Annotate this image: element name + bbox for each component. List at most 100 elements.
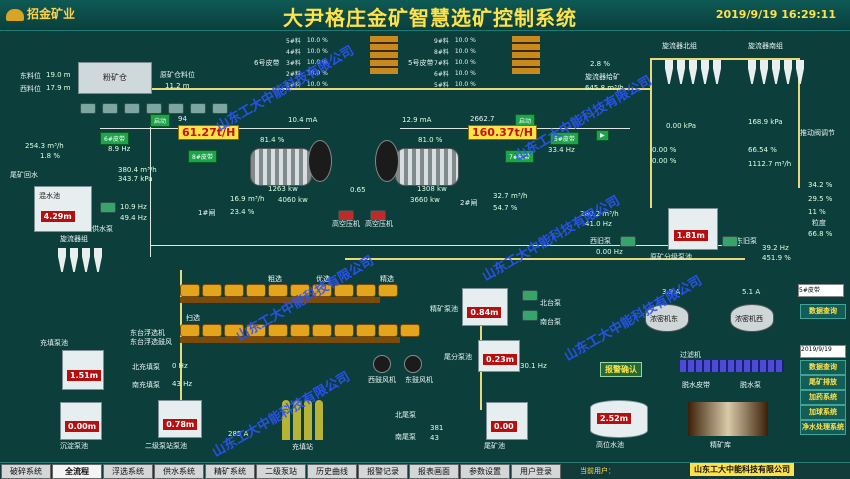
cyclone-icon — [760, 60, 768, 84]
hopper-id: 8#料 — [434, 49, 449, 56]
west-blower-icon[interactable] — [373, 355, 391, 373]
clean2-label: 优选 — [316, 275, 330, 283]
cyc-granularity-label: 粒度 — [812, 219, 826, 227]
filter-press[interactable] — [680, 360, 784, 372]
side-btn-2[interactable]: 加药系统 — [800, 390, 846, 405]
north-pump-label: 北台泵 — [540, 299, 561, 307]
flotation-cell[interactable] — [180, 324, 200, 337]
high-water-tank[interactable]: 2.52m — [590, 400, 648, 438]
concentrate-tank[interactable]: 0.84m — [462, 288, 508, 326]
mill1-power2: 4060 kw — [278, 196, 308, 204]
cyclone-icon — [689, 60, 697, 84]
belt5-button[interactable]: 5#皮带 — [550, 132, 579, 145]
thickener-west[interactable] — [730, 304, 774, 332]
ball-mill-1[interactable] — [250, 148, 312, 186]
flotation-cell[interactable] — [268, 324, 288, 337]
settle-tank-label: 沉淀泵池 — [60, 442, 88, 450]
flotation-cell[interactable] — [224, 284, 244, 297]
east-blower-icon[interactable] — [404, 355, 422, 373]
feeder-icon[interactable] — [146, 103, 162, 114]
flotation-cell[interactable] — [378, 284, 398, 297]
current-user-label: 当前用户： — [580, 467, 615, 475]
feeder-icon[interactable] — [212, 103, 228, 114]
west-pump-icon[interactable] — [620, 236, 636, 247]
flotation-cell[interactable] — [312, 324, 332, 337]
tab-history[interactable]: 历史曲线 — [307, 464, 357, 479]
flotation-cell[interactable] — [246, 284, 266, 297]
flotation-cell[interactable] — [202, 284, 222, 297]
side-btn-3[interactable]: 加球系统 — [800, 405, 846, 420]
tab-params[interactable]: 参数设置 — [460, 464, 510, 479]
cyc-s3: 11 % — [808, 208, 826, 216]
belt-start-icon[interactable]: ▶ — [596, 130, 609, 141]
east-pump-icon[interactable] — [722, 236, 738, 247]
flotation-cell[interactable] — [224, 324, 244, 337]
fill-tank-level: 1.51m — [67, 370, 102, 382]
tab-crushing[interactable]: 破碎系统 — [1, 464, 51, 479]
feeder-icon[interactable] — [124, 103, 140, 114]
tab-reports[interactable]: 报表画面 — [409, 464, 459, 479]
fill-tank[interactable]: 1.51m — [62, 350, 104, 390]
flotation-cell[interactable] — [378, 324, 398, 337]
west-blower-label: 西鼓风机 — [368, 376, 396, 384]
side-btn-0[interactable]: 数据查询 — [800, 360, 846, 375]
south-pump-icon[interactable] — [522, 310, 538, 321]
slurry-pipe — [650, 58, 652, 208]
tab-flotation[interactable]: 浮选系统 — [103, 464, 153, 479]
flotation-cell[interactable] — [202, 324, 222, 337]
tab-water[interactable]: 供水系统 — [154, 464, 204, 479]
scav-label: 扫选 — [186, 314, 200, 322]
tab-login[interactable]: 用户登录 — [511, 464, 561, 479]
belt8-button[interactable]: 8#皮带 — [188, 150, 217, 163]
tab-pump-station[interactable]: 二级泵站 — [256, 464, 306, 479]
high-water-label: 高位水池 — [596, 441, 624, 449]
flotation-cell[interactable] — [268, 284, 288, 297]
flotation-cell[interactable] — [400, 324, 420, 337]
side-btn-4[interactable]: 净水处理系统 — [800, 420, 846, 435]
alarm-confirm-button[interactable]: 报警确认 — [600, 362, 642, 377]
concentrate-tank-label: 精矿泵池 — [430, 305, 458, 313]
flotation-cell[interactable] — [334, 324, 354, 337]
thickener-east[interactable] — [645, 304, 689, 332]
supply-pump-icon[interactable] — [100, 202, 116, 213]
distribution-tank[interactable]: 1.81m — [668, 208, 718, 250]
hopper-pct: 10.0 % — [454, 48, 476, 55]
feeder-icon[interactable] — [102, 103, 118, 114]
compressor-2-icon[interactable] — [370, 210, 386, 221]
feeder-icon[interactable] — [168, 103, 184, 114]
ball-mill-2[interactable] — [395, 148, 459, 186]
tail-sep-tank[interactable]: 0.23m — [478, 340, 520, 372]
tab-full-process[interactable]: 全流程 — [52, 464, 102, 479]
flotation-cell[interactable] — [290, 324, 310, 337]
watermark: 山东工大中能科技有限公司 — [210, 369, 353, 461]
date-picker[interactable]: 2019/9/19 — [800, 345, 846, 358]
stage2-tank[interactable]: 0.78m — [158, 400, 202, 438]
belt6-button[interactable]: 6#皮带 — [100, 132, 129, 145]
west-level-value: 17.9 m — [46, 84, 71, 92]
tab-concentrate[interactable]: 精矿系统 — [205, 464, 255, 479]
feeder-icon[interactable] — [190, 103, 206, 114]
belt7-button[interactable]: 7#皮带 — [505, 150, 534, 163]
flotation-cell[interactable] — [356, 324, 376, 337]
tab-alarm-log[interactable]: 报警记录 — [358, 464, 408, 479]
east-pump-label: 东旧泵 — [736, 237, 757, 245]
mill-val-065: 0.65 — [350, 186, 366, 194]
flotation-cell[interactable] — [180, 284, 200, 297]
flotation-cell[interactable] — [246, 324, 266, 337]
start-button-1[interactable]: 启动 — [150, 114, 171, 127]
settle-tank[interactable]: 0.00m — [60, 402, 102, 440]
feeder-icon[interactable] — [80, 103, 96, 114]
north-pump-icon[interactable] — [522, 290, 538, 301]
mixing-tank[interactable]: 混水池 4.29m — [34, 186, 92, 232]
hopper-pct: 10.0 % — [306, 48, 328, 55]
flotation-cell[interactable] — [312, 284, 332, 297]
flotation-cell[interactable] — [334, 284, 354, 297]
tailings-tank[interactable]: 0.00 — [486, 402, 528, 440]
compressor-1-icon[interactable] — [338, 210, 354, 221]
drive-valve-label[interactable]: 推动阀调节 — [800, 129, 835, 137]
flotation-cell[interactable] — [290, 284, 310, 297]
side-btn-1[interactable]: 尾矿排放 — [800, 375, 846, 390]
data-query-button[interactable]: 数据查询 — [800, 304, 846, 319]
flotation-cell[interactable] — [356, 284, 376, 297]
belt-selector[interactable]: 5#皮带 — [798, 284, 844, 297]
